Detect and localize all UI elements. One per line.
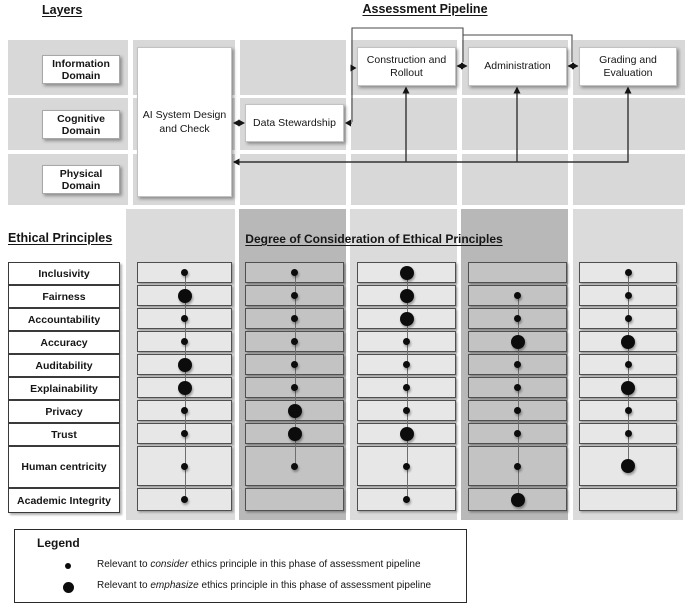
dot-connector-line <box>294 272 296 466</box>
assessment-pipeline-heading: Assessment Pipeline <box>362 2 488 16</box>
dot-connector-line <box>628 272 629 466</box>
dot-small <box>403 361 410 368</box>
dot-small <box>514 462 521 470</box>
matrix-cell <box>245 488 344 511</box>
dot-big <box>621 380 635 395</box>
dot-small <box>181 430 188 437</box>
principle-label-fairness: Fairness <box>8 285 120 308</box>
dot-small <box>514 361 521 368</box>
dot-big <box>621 459 635 473</box>
dot-small <box>291 338 298 345</box>
dot-big <box>177 357 192 372</box>
dot-big <box>510 334 525 349</box>
dot-small <box>291 384 298 391</box>
dot-column-administration <box>468 262 567 513</box>
band-gutter <box>457 40 462 205</box>
legend-big-dot <box>62 581 74 593</box>
construction-rollout-box: Construction and Rollout <box>357 47 456 86</box>
layer-box-information-domain: Information Domain <box>42 55 120 84</box>
dot-small <box>291 269 298 276</box>
principle-label-accountability: Accountability <box>8 308 120 331</box>
dot-big <box>177 288 192 303</box>
dot-big <box>621 334 635 349</box>
legend: Legend Relevant to consider ethics princ… <box>14 529 467 603</box>
dot-big <box>399 426 414 441</box>
dot-big <box>399 265 414 280</box>
dot-small <box>181 462 188 470</box>
dot-small <box>181 496 188 503</box>
legend-title: Legend <box>37 536 80 550</box>
principle-label-auditability: Auditability <box>8 354 120 377</box>
dot-small <box>403 384 410 391</box>
dot-small <box>624 407 632 414</box>
dot-small <box>624 315 632 322</box>
dot-big <box>510 492 525 507</box>
dot-small <box>514 292 521 299</box>
grading-evaluation-box: Grading and Evaluation <box>579 47 677 86</box>
dot-small <box>181 338 188 345</box>
band-gutter <box>568 40 573 205</box>
band-gutter <box>346 40 351 205</box>
dot-big <box>287 426 302 441</box>
layer-box-cognitive-domain: Cognitive Domain <box>42 110 120 139</box>
band-gutter <box>235 40 240 205</box>
dot-small <box>291 462 298 470</box>
matrix-cell <box>468 262 567 283</box>
dot-big <box>287 403 302 418</box>
dot-small <box>514 315 521 322</box>
dot-small <box>514 430 521 437</box>
data-stewardship-box: Data Stewardship <box>245 104 344 142</box>
dot-column-ai-system-design-and-check <box>137 262 232 513</box>
dot-small <box>291 315 298 322</box>
dot-connector-line <box>517 295 519 500</box>
dot-small <box>291 292 298 299</box>
dot-big <box>399 311 414 326</box>
dot-small <box>403 338 410 345</box>
dot-small <box>403 407 410 414</box>
dot-small <box>181 315 188 322</box>
principle-label-academic-integrity: Academic Integrity <box>8 488 120 513</box>
legend-item: Relevant to consider ethics principle in… <box>15 556 466 576</box>
dot-small <box>514 384 521 391</box>
dot-small <box>181 407 188 414</box>
dot-big <box>399 288 414 303</box>
band-gutter <box>128 40 133 205</box>
principle-label-privacy: Privacy <box>8 400 120 423</box>
principle-label-accuracy: Accuracy <box>8 331 120 354</box>
legend-item: Relevant to emphasize ethics principle i… <box>15 577 466 597</box>
legend-small-dot-wrap <box>53 556 83 576</box>
matrix-cell <box>579 488 677 511</box>
dot-small <box>514 407 521 414</box>
principle-label-explainability: Explainability <box>8 377 120 400</box>
principle-label-human-centricity: Human centricity <box>8 446 120 488</box>
dot-small <box>403 496 410 503</box>
degree-of-consideration-heading: Degree of Consideration of Ethical Princ… <box>245 232 503 246</box>
dot-small <box>181 269 188 276</box>
dot-small <box>403 462 410 470</box>
principle-label-trust: Trust <box>8 423 120 446</box>
dot-small <box>624 430 632 437</box>
legend-small-dot <box>64 562 72 570</box>
ai-system-design-check-box: AI System Design and Check <box>137 47 232 197</box>
dot-small <box>624 292 632 299</box>
layer-box-physical-domain: Physical Domain <box>42 165 120 194</box>
dot-small <box>624 361 632 368</box>
layers-heading: Layers <box>42 3 83 17</box>
administration-box: Administration <box>468 47 567 86</box>
legend-item-text: Relevant to emphasize ethics principle i… <box>97 580 432 591</box>
ethical-principles-heading: Ethical Principles <box>8 231 113 245</box>
legend-big-dot-wrap <box>53 577 83 597</box>
legend-item-text: Relevant to consider ethics principle in… <box>97 559 421 570</box>
dot-column-data-stewardship <box>245 262 344 513</box>
dot-small <box>624 269 632 276</box>
dot-small <box>291 361 298 368</box>
principle-label-inclusivity: Inclusivity <box>8 262 120 285</box>
dot-column-construction-and-rollout <box>357 262 456 513</box>
dot-column-grading-and-evaluation <box>579 262 677 513</box>
dot-big <box>177 380 192 395</box>
